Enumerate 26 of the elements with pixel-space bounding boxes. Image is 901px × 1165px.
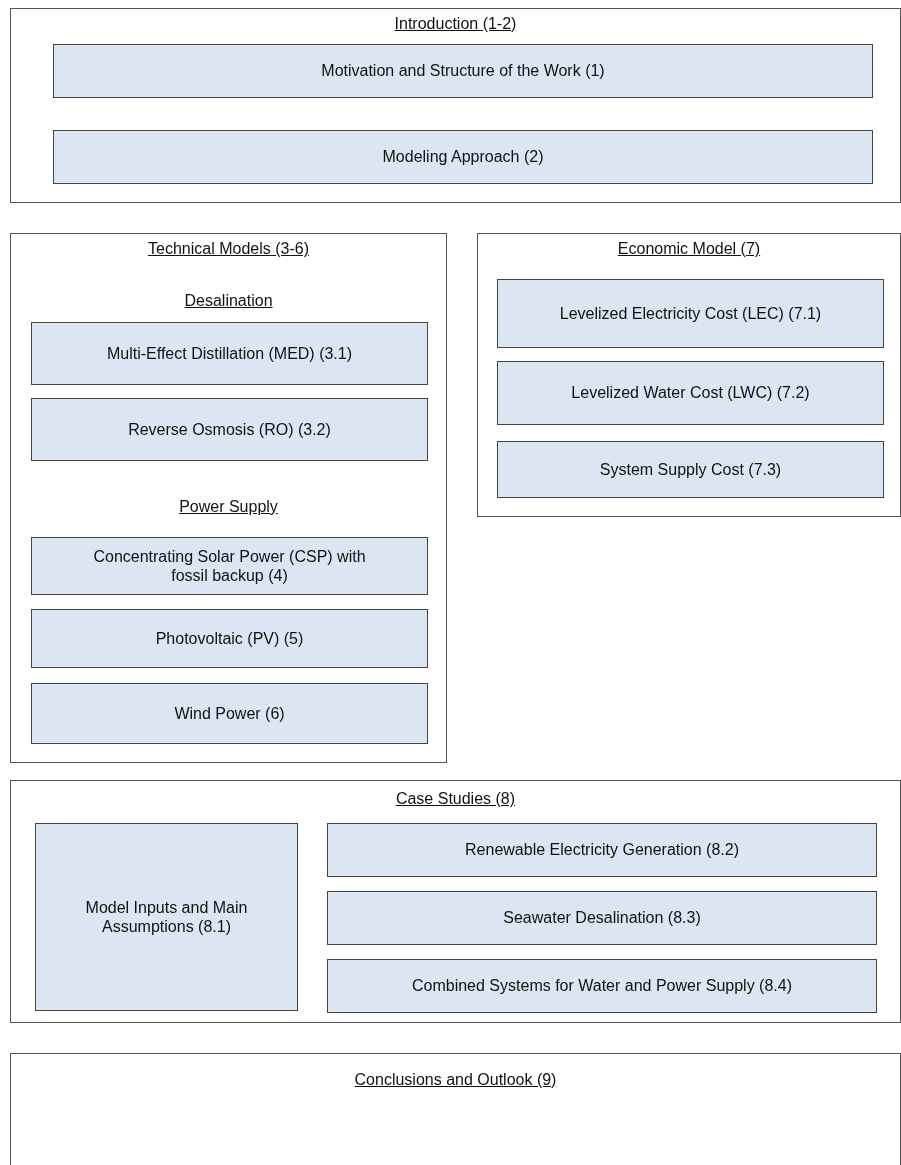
chapter-box: Modeling Approach (2): [53, 130, 873, 184]
chapter-box: Levelized Water Cost (LWC) (7.2): [497, 361, 884, 425]
section-heading: Case Studies (8): [395, 790, 516, 807]
section-heading: Introduction (1-2): [394, 15, 517, 32]
section-frame: [10, 233, 447, 763]
section-heading: Economic Model (7): [617, 240, 761, 257]
chapter-box: Levelized Electricity Cost (LEC) (7.1): [497, 279, 884, 348]
chapter-box: Motivation and Structure of the Work (1): [53, 44, 873, 98]
chapter-box: Reverse Osmosis (RO) (3.2): [31, 398, 428, 461]
chapter-box: System Supply Cost (7.3): [497, 441, 884, 498]
chapter-box: Model Inputs and Main Assumptions (8.1): [35, 823, 298, 1011]
subsection-heading: Desalination: [184, 292, 273, 309]
chapter-box: Concentrating Solar Power (CSP) with fossil backup (4): [31, 537, 428, 595]
chapter-box: Multi-Effect Distillation (MED) (3.1): [31, 322, 428, 385]
section-frame: [10, 1053, 901, 1165]
chapter-box: Renewable Electricity Generation (8.2): [327, 823, 877, 877]
chapter-box: Seawater Desalination (8.3): [327, 891, 877, 945]
section-frame: [477, 233, 901, 517]
section-heading: Technical Models (3-6): [148, 240, 309, 257]
section-heading: Conclusions and Outlook (9): [354, 1071, 557, 1088]
subsection-heading: Power Supply: [179, 498, 278, 515]
chapter-box: Photovoltaic (PV) (5): [31, 609, 428, 668]
chapter-box: Combined Systems for Water and Power Supply (8.4): [327, 959, 877, 1013]
section-frame: [10, 780, 901, 1023]
section-frame: [10, 8, 901, 203]
chapter-box: Wind Power (6): [31, 683, 428, 744]
